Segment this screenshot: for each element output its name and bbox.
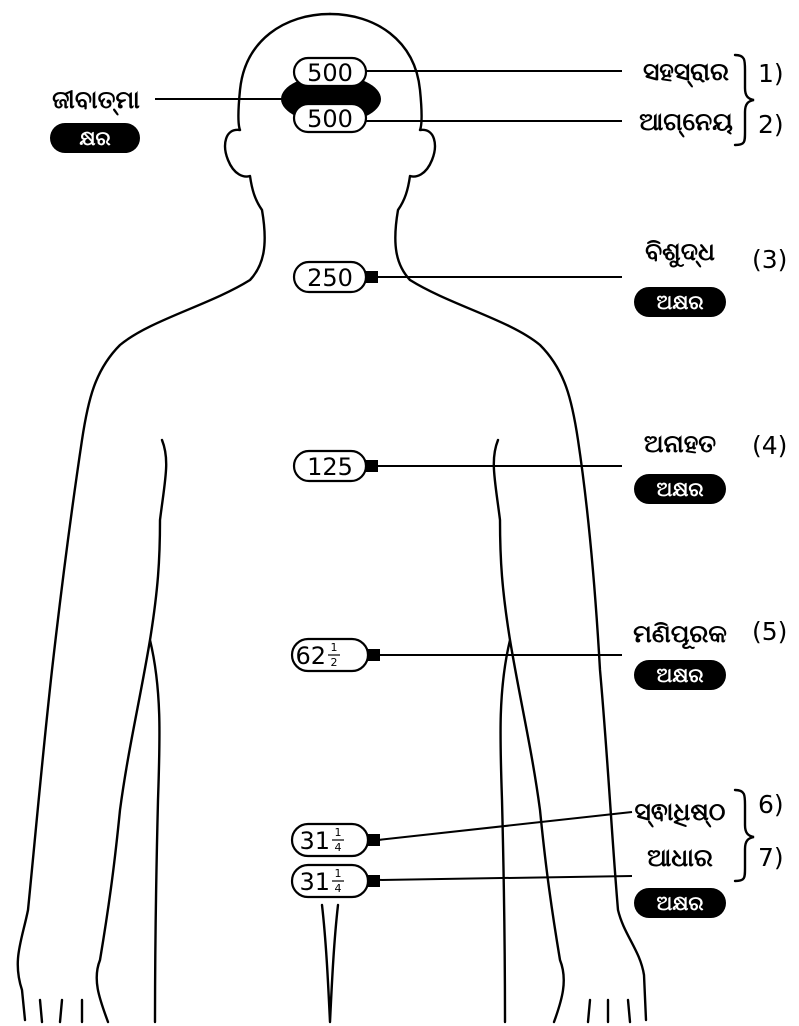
value-6-main: 31	[299, 827, 330, 855]
value-2: 500	[307, 105, 353, 133]
connector-square-5	[368, 649, 380, 661]
body-outline-left	[18, 14, 330, 1022]
chakra-name-6: ସ୍ଵାଧିଷ୍ଠ	[635, 797, 726, 828]
chakra-index-7: 7)	[758, 843, 784, 872]
value-1: 500	[307, 59, 353, 87]
value-7-frac-num: 1	[335, 867, 342, 880]
value-5-frac-num: 1	[331, 641, 338, 654]
connector-square-3	[366, 271, 378, 283]
chakra-index-4: (4)	[752, 431, 787, 460]
chakra-tag-4: ଅକ୍ଷର	[656, 477, 703, 501]
chakra-index-2: 2)	[758, 110, 784, 139]
value-7-main: 31	[299, 868, 330, 896]
value-6-frac-num: 1	[335, 826, 342, 839]
connector-line-6	[378, 812, 632, 840]
brace-bottom	[735, 790, 754, 881]
chakra-name-2: ଆଗ୍ନେୟ	[639, 107, 733, 138]
chakra-index-1: 1)	[758, 59, 784, 88]
chakra-name-5: ମଣିପୂରକ	[633, 619, 727, 650]
value-5-main: 62	[295, 642, 326, 670]
connector-line-7	[378, 876, 632, 880]
chakra-index-6: 6)	[758, 790, 784, 819]
chakra-tag-5: ଅକ୍ଷର	[656, 663, 703, 687]
connector-square-6	[368, 834, 380, 846]
value-3: 250	[307, 264, 353, 292]
value-7-frac-den: 4	[335, 882, 342, 895]
chakra-name-3: ବିଶୁଦ୍ଧ	[645, 237, 715, 268]
body-outline-right	[330, 14, 646, 1022]
value-4: 125	[307, 453, 353, 481]
crotch-line	[322, 905, 338, 1022]
chakra-name-4: ଅନାହତ	[644, 429, 716, 458]
value-5-frac-den: 2	[331, 656, 338, 669]
connector-square-7	[368, 875, 380, 887]
chakra-name-1: ସହସ୍ରାର	[643, 57, 729, 88]
value-6-frac-den: 4	[335, 841, 342, 854]
chakra-index-3: (3)	[752, 245, 787, 274]
jivatma-tag: କ୍ଷର	[79, 126, 110, 150]
chakra-index-5: (5)	[752, 617, 787, 646]
brace-top	[735, 55, 754, 145]
jivatma-label: ଜୀବାତ୍ମା	[52, 85, 140, 116]
chakra-tag-3: ଅକ୍ଷର	[656, 290, 703, 314]
chakra-tag-7: ଅକ୍ଷର	[656, 891, 703, 915]
chakra-name-7: ଆଧାର	[647, 843, 713, 872]
connector-square-4	[366, 460, 378, 472]
